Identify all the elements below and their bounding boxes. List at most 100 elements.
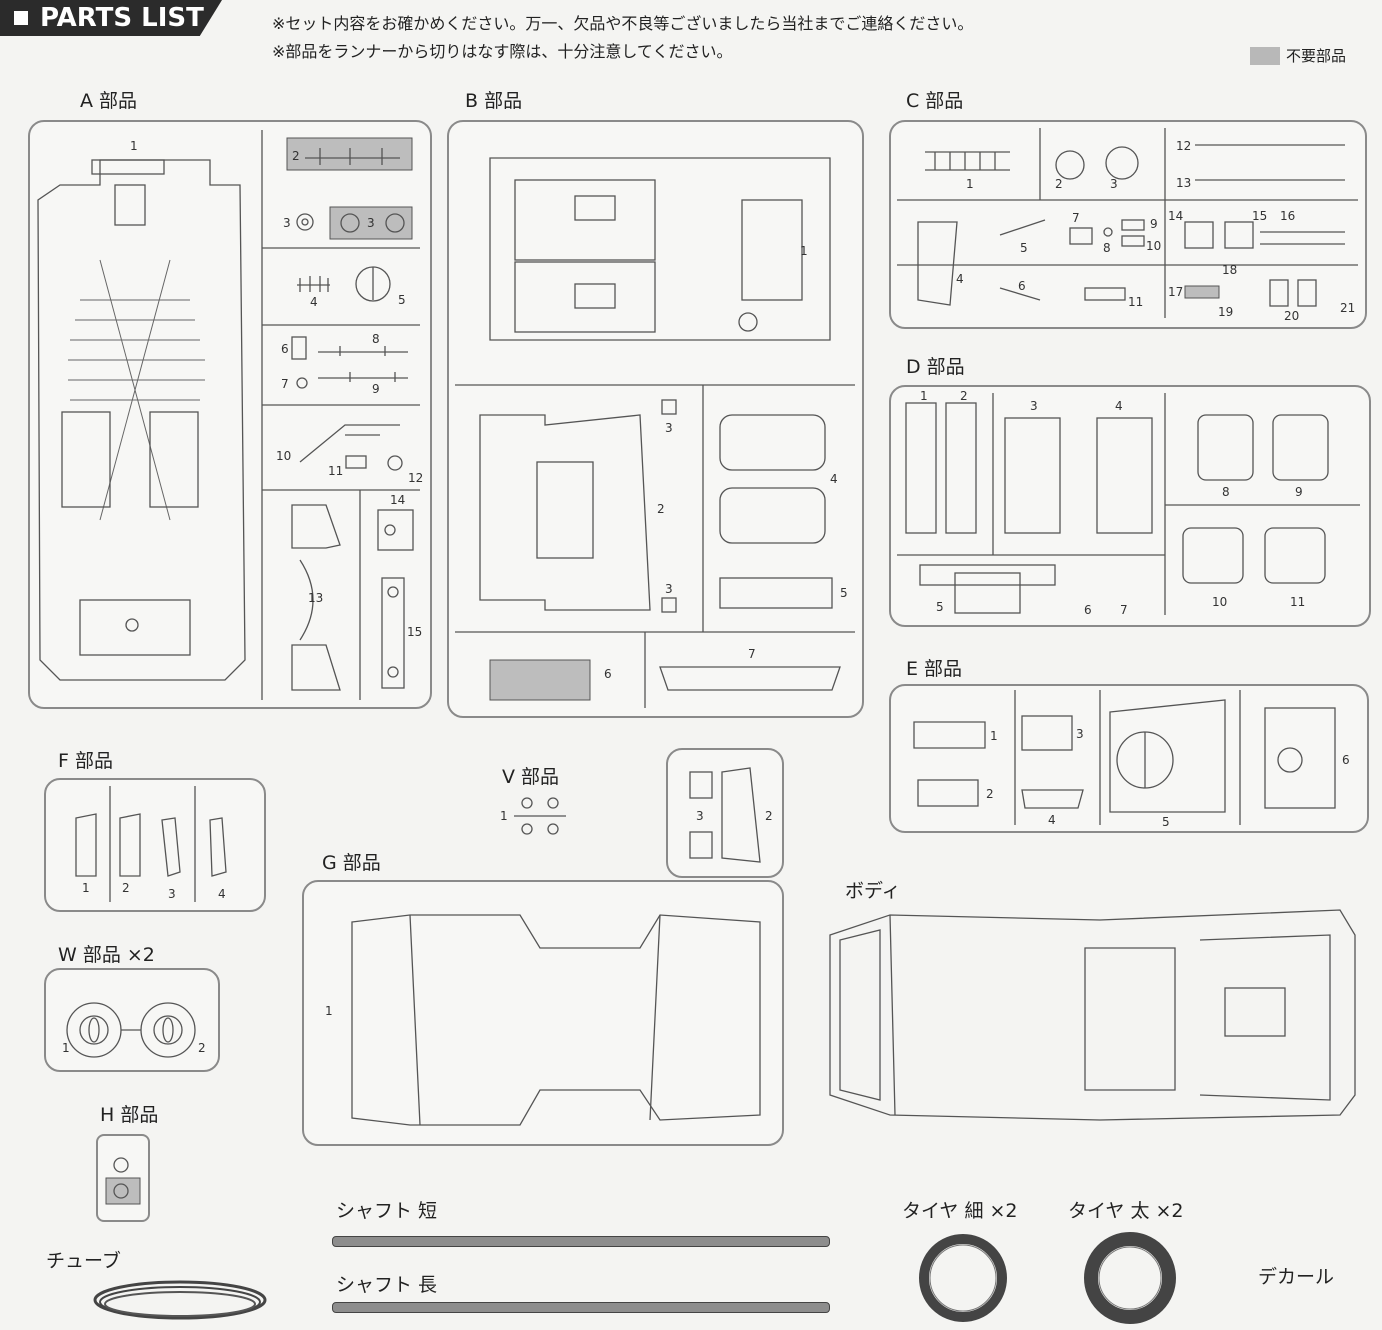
svg-text:7: 7: [1120, 603, 1128, 617]
svg-text:8: 8: [1103, 241, 1111, 255]
svg-text:4: 4: [956, 272, 964, 286]
tube-label: チューブ: [46, 1250, 121, 1272]
h-parts: [105, 1157, 141, 1205]
svg-text:1: 1: [966, 177, 974, 191]
svg-text:16: 16: [1280, 209, 1295, 223]
svg-text:2: 2: [292, 149, 300, 163]
svg-text:3: 3: [367, 216, 375, 230]
svg-text:4: 4: [830, 472, 838, 486]
group-label-b: B 部品: [465, 90, 523, 112]
v-parts: 1 3 2: [500, 767, 773, 863]
d-parts: 1 2 3 4 8 9 10 11 5 6 7: [897, 389, 1360, 617]
svg-text:11: 11: [328, 464, 343, 478]
svg-text:10: 10: [276, 449, 291, 463]
svg-text:6: 6: [1018, 279, 1026, 293]
svg-text:14: 14: [1168, 209, 1183, 223]
svg-text:4: 4: [1048, 813, 1056, 827]
svg-text:6: 6: [604, 667, 612, 681]
notice-line-1: ※セット内容をお確かめください。万一、欠品や不良等ございましたら当社までご連絡く…: [272, 14, 974, 33]
svg-text:2: 2: [198, 1041, 206, 1055]
svg-text:7: 7: [748, 647, 756, 661]
svg-text:14: 14: [390, 493, 405, 507]
legend-unused-parts: 不要部品: [1250, 45, 1346, 66]
f-parts: 1 2 3 4: [75, 786, 227, 902]
shaft-short-label: シャフト 短: [336, 1200, 438, 1222]
svg-text:1: 1: [130, 139, 138, 153]
svg-text:3: 3: [1076, 727, 1084, 741]
svg-text:2: 2: [986, 787, 994, 801]
legend-label: 不要部品: [1286, 47, 1347, 65]
svg-text:6: 6: [1342, 753, 1350, 767]
group-label-d: D 部品: [906, 356, 965, 378]
header-title: PARTS LIST: [40, 3, 204, 33]
svg-text:5: 5: [936, 600, 944, 614]
svg-text:6: 6: [1084, 603, 1092, 617]
svg-text:1: 1: [500, 809, 508, 823]
svg-text:2: 2: [765, 809, 773, 823]
svg-text:3: 3: [665, 582, 673, 596]
svg-text:12: 12: [408, 471, 423, 485]
shaft-long: [332, 1302, 830, 1313]
runner-frame-c: [889, 120, 1367, 329]
svg-text:17: 17: [1168, 285, 1183, 299]
svg-text:15: 15: [407, 625, 422, 639]
svg-text:12: 12: [1176, 139, 1191, 153]
svg-text:9: 9: [1295, 485, 1303, 499]
runner-frame-v: [666, 748, 784, 878]
svg-text:5: 5: [1020, 241, 1028, 255]
svg-text:9: 9: [1150, 217, 1158, 231]
svg-text:3: 3: [283, 216, 291, 230]
group-label-c: C 部品: [906, 90, 964, 112]
svg-text:7: 7: [281, 377, 289, 391]
svg-text:1: 1: [62, 1041, 70, 1055]
decal-label: デカール: [1258, 1266, 1335, 1288]
svg-text:13: 13: [1176, 176, 1191, 190]
svg-text:19: 19: [1218, 305, 1233, 319]
svg-text:15: 15: [1252, 209, 1267, 223]
svg-text:3: 3: [1030, 399, 1038, 413]
group-label-g: G 部品: [322, 852, 381, 874]
svg-text:1: 1: [800, 244, 808, 258]
tire-thick-label: タイヤ 太 ×2: [1068, 1200, 1184, 1222]
svg-text:11: 11: [1290, 595, 1305, 609]
svg-text:5: 5: [398, 293, 406, 307]
svg-text:3: 3: [168, 887, 176, 901]
tire-thin-label: タイヤ 細 ×2: [902, 1200, 1018, 1222]
group-label-body: ボディ: [845, 880, 901, 902]
svg-text:11: 11: [1128, 295, 1143, 309]
svg-text:5: 5: [840, 586, 848, 600]
runner-frame-f: [44, 778, 266, 912]
shaft-long-label: シャフト 長: [336, 1274, 438, 1296]
svg-text:10: 10: [1212, 595, 1227, 609]
svg-text:6: 6: [281, 342, 289, 356]
legend-swatch: [1250, 46, 1280, 65]
svg-text:9: 9: [372, 382, 380, 396]
runner-frame-d: [889, 385, 1371, 627]
svg-text:4: 4: [1115, 399, 1123, 413]
notice-line-2: ※部品をランナーから切りはなす際は、十分注意してください。: [272, 42, 733, 61]
svg-text:1: 1: [990, 729, 998, 743]
svg-text:3: 3: [1110, 177, 1118, 191]
svg-text:1: 1: [325, 1004, 333, 1018]
svg-text:13: 13: [308, 591, 323, 605]
svg-text:8: 8: [1222, 485, 1230, 499]
svg-text:2: 2: [1055, 177, 1063, 191]
svg-text:2: 2: [122, 881, 130, 895]
svg-text:10: 10: [1146, 239, 1161, 253]
runner-frame-g: [302, 880, 784, 1146]
b-parts: 1 2 3 3 4 5 6 7: [455, 157, 855, 708]
svg-text:2: 2: [960, 389, 968, 403]
svg-text:1: 1: [920, 389, 928, 403]
group-label-v: V 部品: [502, 766, 560, 788]
g-parts: 1: [325, 914, 761, 1126]
group-label-h: H 部品: [100, 1104, 159, 1126]
svg-text:3: 3: [665, 421, 673, 435]
group-label-f: F 部品: [58, 750, 113, 772]
svg-text:20: 20: [1284, 309, 1299, 323]
group-label-w: W 部品 ×2: [58, 944, 155, 966]
svg-text:3: 3: [696, 809, 704, 823]
svg-text:4: 4: [310, 295, 318, 309]
